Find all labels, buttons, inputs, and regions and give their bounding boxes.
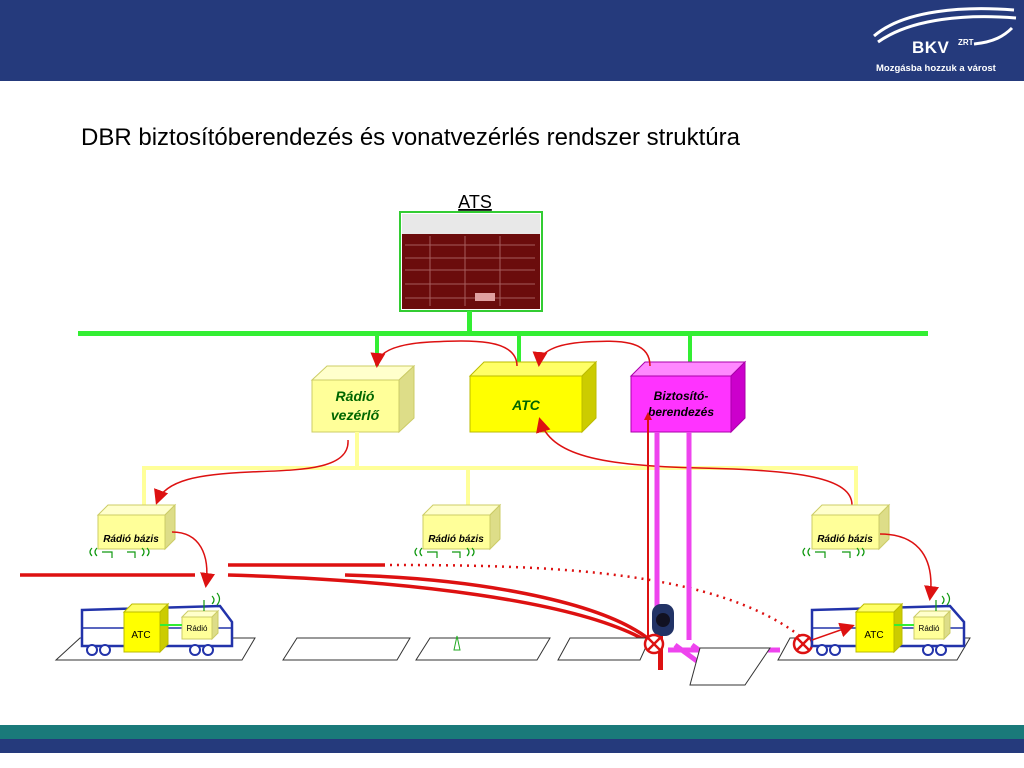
footer-band-teal — [0, 725, 1024, 739]
antenna-wave-icon — [89, 547, 865, 558]
radio-base-center — [421, 503, 502, 551]
interlocking-label-2: berendezés — [648, 405, 714, 419]
logo-superscript: ZRT — [958, 38, 974, 47]
ats-label: ATS — [458, 192, 492, 212]
dotted-route — [389, 563, 806, 641]
radio-base-left — [96, 503, 177, 551]
train-right — [810, 592, 966, 656]
radio-controller-label-2: vezérlő — [331, 407, 380, 423]
radio-base-center-label: Rádió bázis — [428, 534, 484, 545]
train-right-atc-label: ATC — [864, 630, 883, 641]
track-red-lines — [20, 563, 652, 645]
network-bus — [78, 331, 928, 336]
radio-base-left-label: Rádió bázis — [103, 534, 159, 545]
train-left-atc-label: ATC — [131, 630, 150, 641]
page-title: DBR biztosítóberendezés és vonatvezérlés… — [81, 124, 740, 151]
interlocking-box — [629, 360, 747, 434]
radio-controller-box — [310, 364, 416, 434]
ats-monitor — [399, 211, 543, 312]
train-left-radio-label: Rádió — [187, 624, 208, 633]
atc-label: ATC — [511, 397, 541, 413]
header-band — [0, 0, 1024, 81]
atc-box — [468, 360, 598, 434]
train-left — [80, 592, 234, 656]
radio-controller-label-1: Rádió — [336, 388, 375, 404]
train-right-radio-label: Rádió — [919, 624, 940, 633]
radio-base-right-label: Rádió bázis — [817, 534, 873, 545]
footer-band-navy — [0, 739, 1024, 753]
interlocking-label-1: Biztosító- — [654, 389, 709, 403]
bkv-logo — [873, 7, 1017, 46]
radio-base-right — [810, 503, 891, 551]
stop-marker-icon — [643, 633, 814, 655]
logo-brand: BKV — [912, 38, 950, 57]
logo-tagline: Mozgásba hozzuk a várost — [876, 63, 996, 74]
